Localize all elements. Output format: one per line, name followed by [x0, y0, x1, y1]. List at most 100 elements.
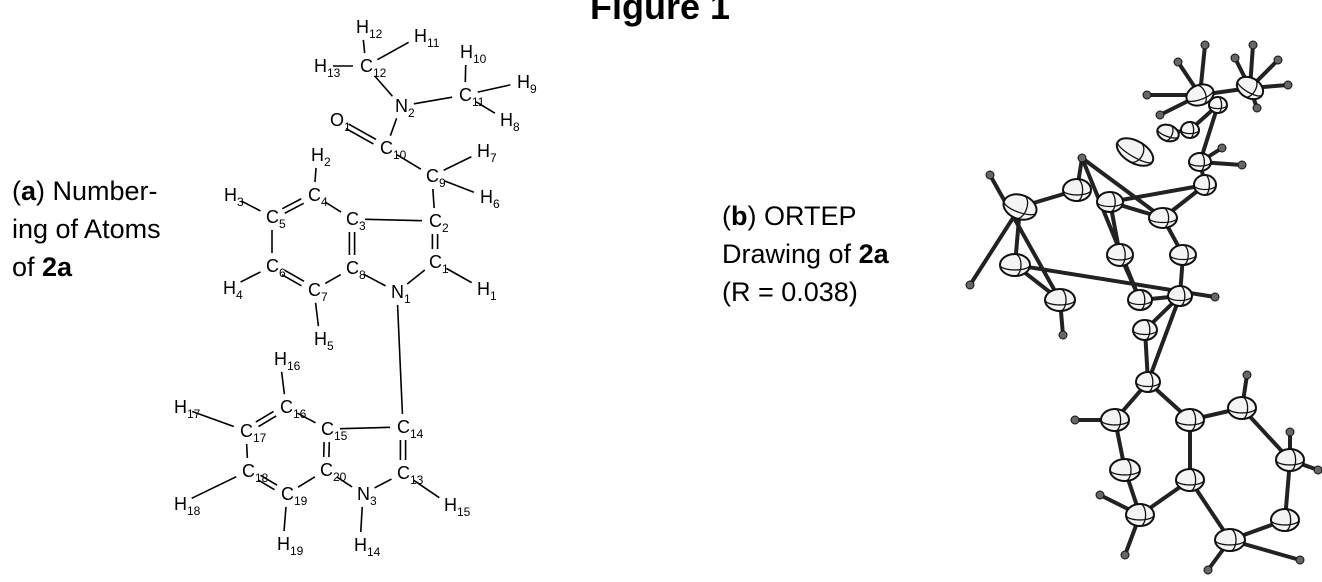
- ortep-hydrogen-atom: [1242, 370, 1252, 380]
- ortep-heavy-atom: [1188, 152, 1212, 172]
- ortep-hydrogen-atom: [1203, 565, 1213, 575]
- ortep-bond: [968, 205, 1022, 287]
- ortep-hydrogen-atom: [1070, 415, 1080, 425]
- atom-label-h1: H1: [477, 279, 497, 303]
- ortep-heavy-atom: [1175, 468, 1205, 492]
- caption-b-line3: (R = 0.038): [722, 277, 858, 307]
- bond-C6-H4: [240, 271, 261, 283]
- bond-C16-H16: [280, 371, 286, 395]
- ortep-heavy-atom: [1270, 508, 1300, 532]
- ortep-heavy-atom: [1167, 285, 1193, 307]
- atom-label-h11: H11: [414, 26, 440, 50]
- ortep-hydrogen-atom: [1077, 153, 1087, 163]
- ortep-hydrogen-atom: [1285, 427, 1295, 437]
- bond-C11-H9: [477, 84, 511, 93]
- atom-label-c16: C16: [280, 397, 307, 421]
- ortep-heavy-atom: [1208, 96, 1228, 114]
- ortep-hydrogen-atom: [1173, 57, 1183, 67]
- ortep-heavy-atom: [1175, 408, 1205, 432]
- atom-label-c19: C19: [281, 484, 308, 508]
- bond-C18-H18: [191, 475, 237, 500]
- bond-C10-O1: [345, 127, 374, 145]
- ortep-hydrogen-atom: [1237, 160, 1247, 170]
- compound-label-a: 2a: [42, 252, 73, 282]
- atom-label-h16: H16: [274, 349, 301, 373]
- structure-bonds: [191, 39, 511, 533]
- atom-label-c10: C10: [380, 138, 407, 162]
- bond-C9-C2: [432, 188, 435, 209]
- ortep-heavy-atom: [1214, 528, 1246, 552]
- bond-C7-H5: [314, 302, 320, 327]
- ortep-heavy-atom: [1127, 289, 1153, 311]
- bond-C13-H15: [413, 479, 440, 499]
- ortep-hydrogen-atom: [1273, 55, 1283, 65]
- atom-label-c7: C7: [308, 280, 328, 304]
- bond-C12-N2: [373, 75, 394, 97]
- caption-a-line3: of 2a: [12, 248, 161, 286]
- atom-label-h2: H2: [311, 145, 331, 169]
- caption-a-line2: ing of Atoms: [12, 214, 161, 244]
- bond-C12-H12: [362, 39, 366, 54]
- ortep-heavy-atom: [1096, 191, 1124, 213]
- bond-N3-H14: [359, 506, 364, 533]
- atom-label-c12: C12: [360, 56, 387, 80]
- ortep-heavy-atom: [1062, 178, 1092, 202]
- bond-C4-H2: [314, 167, 317, 183]
- caption-b-line1: (b) ORTEP: [722, 201, 857, 231]
- bond-C19-H19: [283, 506, 287, 532]
- bond-C1-N1: [406, 269, 426, 285]
- ortep-atoms: [965, 40, 1322, 575]
- ortep-heavy-atom: [1235, 75, 1265, 101]
- ortep-hydrogen-atom: [1252, 103, 1262, 113]
- atom-label-h7: H7: [477, 141, 497, 165]
- atom-label-h15: H15: [444, 495, 471, 519]
- bond-C13-N3: [374, 478, 392, 489]
- ortep-hydrogen-atom: [1120, 550, 1130, 560]
- ortep-heavy-atom: [1156, 123, 1180, 143]
- panel-b-letter: b: [731, 201, 748, 231]
- caption-panel-a: (a) Number- ing of Atoms of 2a: [12, 172, 161, 286]
- caption-a-line1-text: ) Number-: [36, 176, 158, 206]
- bond-C1-H1: [445, 267, 473, 284]
- ortep-heavy-atom: [1100, 408, 1130, 432]
- atom-label-h13: H13: [314, 56, 341, 80]
- bond-C5-H3: [241, 200, 261, 212]
- ortep-bond: [1080, 156, 1165, 220]
- bond-C6-C7: [284, 269, 305, 282]
- bond-C6-C7: [281, 274, 302, 287]
- atom-label-h12: H12: [356, 17, 383, 41]
- ortep-heavy-atom: [1148, 207, 1178, 229]
- ortep-hydrogen-atom: [1313, 465, 1322, 475]
- ortep-hydrogen-atom: [1230, 53, 1240, 63]
- ortep-hydrogen-atom: [965, 280, 975, 290]
- ortep-heavy-atom: [1115, 137, 1155, 167]
- atom-label-h3: H3: [224, 185, 244, 209]
- ortep-hydrogen-atom: [1155, 110, 1165, 120]
- bond-N1-C14: [396, 304, 404, 415]
- atom-label-c11: C11: [459, 85, 485, 109]
- bond-C10-C9: [396, 154, 422, 170]
- ortep-hydrogen-atom: [1248, 40, 1258, 50]
- ortep-hydrogen-atom: [1283, 80, 1293, 90]
- bond-C4-C5: [281, 198, 302, 210]
- ortep-heavy-atom: [1275, 448, 1305, 472]
- bond-C10-O1: [348, 123, 377, 141]
- bond-C18-C19: [260, 474, 278, 486]
- atom-label-c6: C6: [266, 256, 286, 280]
- bond-C11-H8: [475, 101, 496, 114]
- atom-label-c8: C8: [346, 258, 366, 282]
- ortep-hydrogen-atom: [1142, 90, 1152, 100]
- ortep-hydrogen-atom: [1058, 330, 1068, 340]
- atom-label-h4: H4: [223, 278, 243, 302]
- atom-label-c20: C20: [320, 460, 347, 484]
- bond-C16-C17: [255, 410, 274, 423]
- ortep-heavy-atom: [1185, 83, 1215, 107]
- atom-label-c1: C1: [429, 252, 449, 276]
- atom-label-n2: N2: [395, 96, 415, 120]
- caption-b-line2-text: Drawing of: [722, 239, 859, 269]
- atom-label-n1: N1: [391, 282, 411, 306]
- atom-label-h6: H6: [480, 187, 500, 211]
- ortep-heavy-atom: [999, 253, 1031, 277]
